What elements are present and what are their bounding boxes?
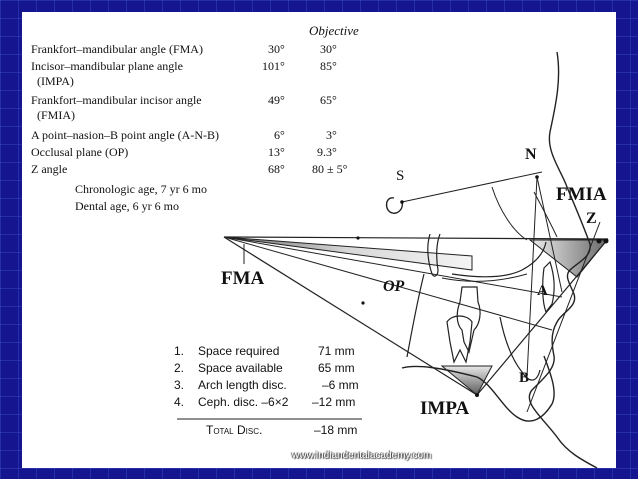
space-item-2-num: 2.: [174, 361, 185, 375]
row-impa-value: 101°: [262, 59, 285, 73]
row-anb-objective: 3°: [326, 128, 337, 142]
space-item-4-num: 4.: [174, 395, 185, 409]
row-fma-label: Frankfort–mandibular angle (FMA): [31, 42, 203, 56]
space-item-3-num: 3.: [174, 378, 185, 392]
nasion-b-line: [526, 176, 538, 378]
space-item-4-label: Ceph. disc. –6×2: [198, 395, 289, 409]
condyle-outline: [427, 233, 441, 277]
upper-incisor-tooth: [542, 260, 555, 314]
row-fmia-label: Frankfort–mandibular incisor angle: [31, 93, 202, 107]
row-z-objective: 80 ± 5°: [312, 162, 348, 176]
row-impa-objective: 85°: [320, 59, 337, 73]
label-impa: IMPA: [420, 398, 470, 419]
label-op: OP: [383, 278, 405, 295]
point-occlusal: [361, 301, 365, 305]
total-value: –18 mm: [314, 423, 358, 437]
incisor-axis: [476, 238, 609, 396]
occlusal-plane: [223, 236, 553, 331]
row-impa-sub: (IMPA): [37, 74, 74, 88]
chronologic-age: Chronologic age, 7 yr 6 mo: [75, 182, 207, 196]
lower-incisor-tooth: [456, 286, 481, 354]
space-item-4-value: –12 mm: [312, 395, 356, 409]
palate-outline: [441, 273, 528, 282]
space-item-3-value: –6 mm: [322, 378, 359, 392]
total-label: Total Disc.: [206, 423, 263, 437]
row-op-value: 13°: [268, 145, 285, 159]
space-item-1-num: 1.: [174, 344, 185, 358]
point-z1: [596, 238, 602, 244]
space-item-2-label: Space available: [198, 361, 283, 375]
symphysis-outline: [499, 316, 541, 381]
label-n: N: [525, 146, 537, 163]
label-fmia: FMIA: [556, 184, 607, 205]
cephalometric-diagram: [177, 51, 609, 468]
space-item-2-value: 65 mm: [318, 361, 355, 375]
mandible-line: [223, 236, 563, 298]
space-item-1-label: Space required: [198, 344, 280, 358]
fma-triangle: [223, 236, 473, 271]
orbit-outline: [491, 186, 528, 241]
row-fma-value: 30°: [268, 42, 285, 56]
label-s: S: [396, 168, 405, 184]
space-item-3-label: Arch length disc.: [198, 378, 287, 392]
soft-tissue-profile: [528, 51, 598, 468]
row-fmia-value: 49°: [268, 93, 285, 107]
watermark: www.indiandentalacademy.com: [292, 450, 432, 461]
impa-triangle: [440, 365, 493, 396]
point-z2: [603, 238, 609, 244]
nasion-a-line: [536, 176, 563, 293]
maxilla-outline: [451, 241, 547, 278]
dental-age: Dental age, 6 yr 6 mo: [75, 199, 179, 213]
frankfort-plane: [223, 236, 609, 240]
row-fma-objective: 30°: [320, 42, 337, 56]
slide-content: Objective Frankfort–mandibular angle (FM…: [22, 12, 616, 468]
label-fma: FMA: [221, 268, 265, 289]
row-anb-value: 6°: [274, 128, 285, 142]
ramus-outline: [406, 273, 425, 358]
point-porion: [356, 236, 360, 240]
point-impa: [475, 393, 479, 397]
row-z-label: Z angle: [31, 162, 68, 176]
point-nasion: [535, 175, 539, 179]
row-anb-label: A point–nasion–B point angle (A-N-B): [31, 128, 219, 142]
row-op-label: Occlusal plane (OP): [31, 145, 129, 159]
space-item-1-value: 71 mm: [318, 344, 355, 358]
label-z: Z: [586, 210, 597, 227]
row-fmia-objective: 65°: [320, 93, 337, 107]
row-impa-label: Incisor–mandibular plane angle: [31, 59, 183, 73]
row-z-value: 68°: [268, 162, 285, 176]
molar-tooth: [446, 315, 473, 364]
nasal-outline: [533, 191, 558, 238]
objective-header: Objective: [309, 23, 359, 38]
label-b: B: [519, 370, 530, 386]
label-a: A: [537, 283, 548, 299]
point-sella: [400, 200, 404, 204]
row-fmia-sub: (FMIA): [37, 108, 75, 122]
row-op-objective: 9.3°: [317, 145, 337, 159]
mandible-outline: [401, 355, 555, 422]
sella-nasion-line: [401, 171, 543, 203]
sella-symbol: [385, 197, 404, 214]
